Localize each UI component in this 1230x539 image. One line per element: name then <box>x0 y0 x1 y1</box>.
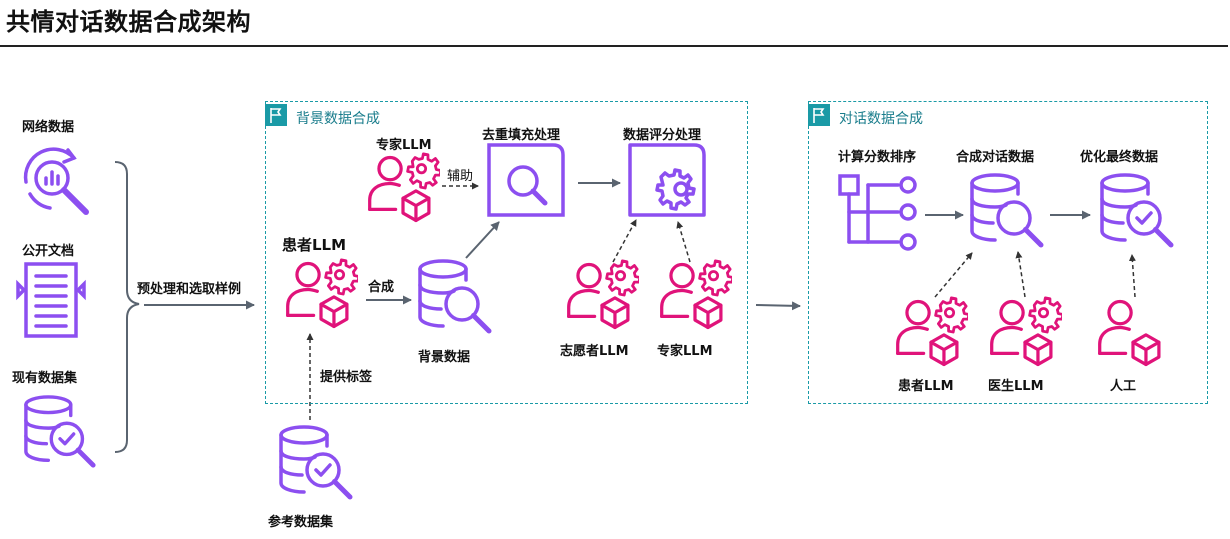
dedup-search-icon <box>487 143 567 223</box>
preprocess-label: 预处理和选取样例 <box>137 282 242 297</box>
database-check-icon <box>22 394 100 472</box>
arrow-bg-to-dedup <box>465 221 500 259</box>
volunteer-llm-icon <box>565 259 639 333</box>
synth-dialogue-db-icon <box>968 172 1048 252</box>
source-web-label: 网络数据 <box>22 120 75 135</box>
patient-llm-label: 患者LLM <box>282 236 347 254</box>
optimize-final-db-icon <box>1098 172 1178 252</box>
arrow-panel-to-panel <box>755 301 801 311</box>
provide-labels-label: 提供标签 <box>320 370 373 385</box>
arrow-human-to-optimize <box>1128 254 1136 298</box>
doctor-llm-icon <box>988 296 1062 370</box>
source-datasets-label: 现有数据集 <box>12 371 78 386</box>
dedup-fill-label: 去重填充处理 <box>482 128 561 143</box>
background-panel-title: 背景数据合成 <box>296 111 380 127</box>
patient-llm-icon <box>284 258 358 332</box>
arrow-doctor-to-synth <box>1015 251 1026 298</box>
ranking-tree-icon <box>838 174 917 251</box>
arrow-volunteer-to-score <box>612 219 637 263</box>
reference-dataset-label: 参考数据集 <box>268 515 334 530</box>
doctor-llm-label: 医生LLM <box>988 379 1044 394</box>
arrow-patient-to-synth <box>934 252 973 298</box>
patient-llm-dialogue-label: 患者LLM <box>898 379 954 394</box>
title-underline <box>0 45 1228 47</box>
human-label: 人工 <box>1110 379 1137 394</box>
source-docs-label: 公开文档 <box>22 244 75 259</box>
synth-dialogue-label: 合成对话数据 <box>956 150 1035 165</box>
web-data-icon <box>23 147 89 215</box>
background-data-label: 背景数据 <box>418 350 471 365</box>
background-synthesis-panel <box>265 101 748 404</box>
document-icon <box>16 262 86 338</box>
scoring-gear-icon <box>628 143 708 223</box>
background-data-icon <box>416 258 496 338</box>
score-sort-label: 计算分数排序 <box>838 150 917 165</box>
flag-icon <box>265 104 287 126</box>
optimize-final-label: 优化最终数据 <box>1080 150 1159 165</box>
expert-llm-icon <box>366 152 440 226</box>
expert-llm-2-label: 专家LLM <box>657 344 713 359</box>
source-brace <box>114 161 140 453</box>
expert-llm-2-icon <box>658 259 732 333</box>
page-title: 共情对话数据合成架构 <box>6 8 251 36</box>
assist-label: 辅助 <box>447 169 474 184</box>
synthesize-label: 合成 <box>368 280 395 295</box>
volunteer-llm-label: 志愿者LLM <box>560 344 629 359</box>
patient-llm-dialogue-icon <box>894 296 968 370</box>
human-icon <box>1096 296 1170 370</box>
reference-dataset-icon <box>277 424 357 504</box>
dialogue-panel-title: 对话数据合成 <box>839 111 923 127</box>
dialogue-synthesis-panel <box>808 101 1208 404</box>
scoring-label: 数据评分处理 <box>623 128 702 143</box>
expert-llm-label: 专家LLM <box>376 138 432 153</box>
flag-icon <box>808 104 830 126</box>
